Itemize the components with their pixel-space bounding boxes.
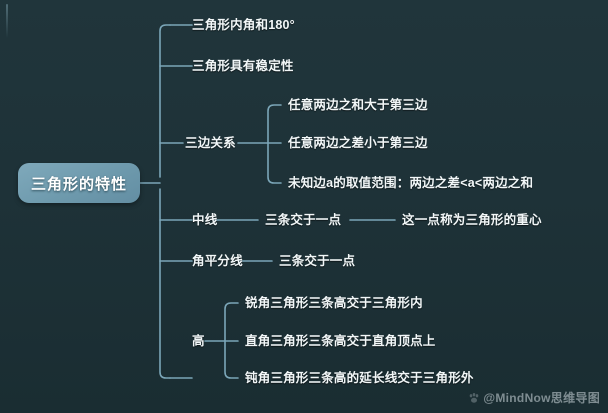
paw-icon bbox=[468, 392, 480, 404]
node-right-altitude[interactable]: 直角三角形三条高交于直角顶点上 bbox=[245, 334, 436, 348]
watermark: @MindNow思维导图 bbox=[468, 389, 600, 406]
node-bisector-concurrent[interactable]: 三条交于一点 bbox=[279, 254, 356, 268]
node-median[interactable]: 中线 bbox=[192, 213, 218, 227]
watermark-text: @MindNow思维导图 bbox=[483, 391, 600, 405]
node-inner-angle-sum[interactable]: 三角形内角和180° bbox=[192, 18, 295, 32]
node-three-side-relation[interactable]: 三边关系 bbox=[185, 136, 236, 150]
node-altitude[interactable]: 高 bbox=[192, 334, 205, 348]
node-sum-greater[interactable]: 任意两边之和大于第三边 bbox=[288, 98, 428, 112]
edge-gao-trunk bbox=[224, 302, 239, 379]
node-obtuse-altitude[interactable]: 钝角三角形三条高的延长线交于三角形外 bbox=[245, 371, 474, 385]
edge-trunk-top bbox=[159, 24, 171, 178]
node-unknown-side-range[interactable]: 未知边a的取值范围：两边之差<a<两边之和 bbox=[288, 176, 534, 190]
node-centroid[interactable]: 这一点称为三角形的重心 bbox=[402, 213, 542, 227]
node-acute-altitude[interactable]: 锐角三角形三条高交于三角形内 bbox=[245, 296, 423, 310]
edge-trunk-bottom bbox=[159, 188, 171, 379]
edge-sanbian-trunk bbox=[267, 104, 282, 184]
root-node-label: 三角形的特性 bbox=[30, 175, 127, 193]
node-median-concurrent[interactable]: 三条交于一点 bbox=[265, 213, 342, 227]
root-node[interactable]: 三角形的特性 bbox=[18, 163, 140, 203]
edge-light-artifact bbox=[6, 4, 8, 38]
node-diff-smaller[interactable]: 任意两边之差小于第三边 bbox=[288, 136, 428, 150]
node-angle-bisector[interactable]: 角平分线 bbox=[192, 254, 243, 268]
node-stability[interactable]: 三角形具有稳定性 bbox=[192, 59, 294, 73]
